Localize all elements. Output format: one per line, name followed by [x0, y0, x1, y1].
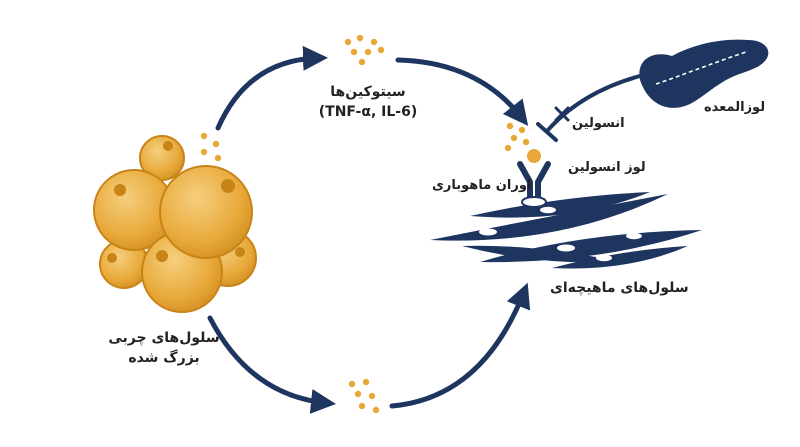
label-insulin-receptor: لوز انسولین — [568, 160, 646, 175]
cytokine-dots-fat — [200, 132, 222, 162]
cytokine-dots-bottom — [348, 378, 380, 414]
label-cytokines-list: (TNF-α, IL-6) — [318, 104, 418, 120]
label-ancestral-receptor: اوران ماهوباری — [432, 178, 532, 193]
arrow-pancreas-to-receptor — [546, 74, 642, 132]
cytokine-dots-top — [344, 34, 385, 66]
label-cytokines: سیتوکین‌ها — [330, 84, 406, 100]
insulin-receptor-icon — [517, 149, 551, 208]
pancreas-icon — [639, 39, 769, 108]
pancreas-duct-icon — [655, 51, 747, 85]
muscle-cells-icon — [430, 192, 702, 269]
fat-cells-icon — [93, 135, 257, 313]
blocked-signal-icon — [554, 106, 570, 122]
arrow-fat-to-cytokines — [215, 45, 328, 131]
arrow-fat-to-bottom — [207, 315, 336, 414]
muscle-nuclei-icon — [479, 206, 642, 262]
arrow-cytokines-to-muscle — [395, 57, 529, 126]
cytokine-dots-near-receptor — [504, 122, 530, 152]
label-insulin: انسولین — [572, 116, 625, 131]
label-pancreas: لوزالمعده — [704, 100, 766, 115]
arrow-bottom-to-muscle — [389, 282, 531, 409]
label-fat-cells-line2: بزرگ شده — [128, 350, 200, 366]
inhibition-bar-icon — [536, 122, 558, 142]
label-fat-cells-line1: سلول‌های چربی — [108, 330, 220, 346]
label-muscle-cells: سلول‌های ماهیچه‌ای — [550, 280, 689, 296]
